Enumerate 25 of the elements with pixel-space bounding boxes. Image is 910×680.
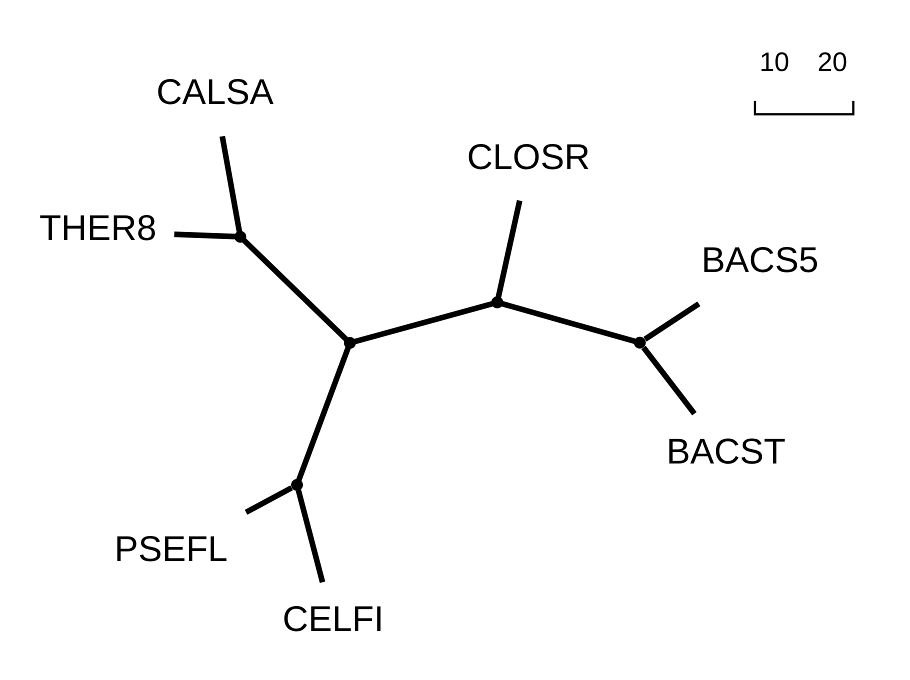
- node-text: THER8: [38, 208, 156, 248]
- node-point: [343, 337, 356, 349]
- connector: [296, 346, 350, 482]
- node-point: [490, 296, 503, 308]
- node-text: BACS5: [700, 240, 818, 280]
- label: 20: [817, 46, 847, 77]
- node-point: [290, 478, 302, 491]
- label: 10: [758, 46, 789, 77]
- node-point: [234, 230, 246, 243]
- node-text: CALSA: [156, 72, 274, 112]
- node-text: BACST: [666, 431, 786, 472]
- connector: [174, 232, 234, 240]
- connector: [295, 489, 325, 583]
- connector: [495, 200, 522, 298]
- connector: [640, 346, 696, 416]
- node-text: CELFI: [282, 599, 384, 640]
- node-text: CLOSR: [466, 136, 590, 177]
- connector: [500, 301, 636, 344]
- node-text: PSEFL: [114, 529, 228, 570]
- connector: [242, 238, 348, 342]
- connector: [642, 301, 700, 342]
- node-point: [633, 336, 646, 349]
- connector: [244, 485, 292, 515]
- connector: [219, 136, 242, 232]
- connector: [354, 301, 492, 344]
